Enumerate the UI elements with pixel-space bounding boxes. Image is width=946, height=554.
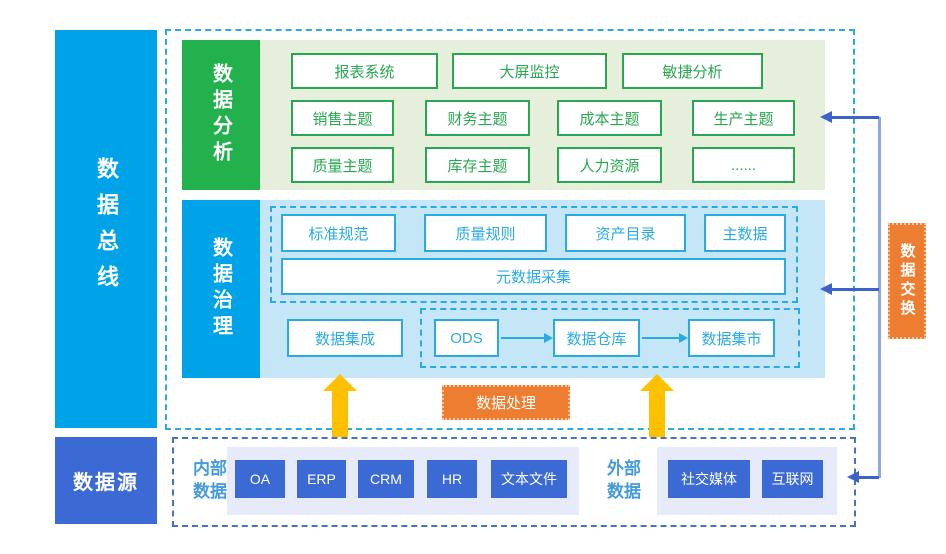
gov-box-metadata-collection: 元数据采集 — [281, 258, 786, 295]
exchange-connector-line — [878, 117, 881, 478]
analysis-box-ellipsis: ...... — [692, 147, 795, 183]
source-box-erp: ERP — [297, 460, 346, 498]
bus-region-frame — [165, 29, 855, 430]
analysis-box-agile-analysis: 敏捷分析 — [622, 53, 763, 89]
exchange-arrow-governance-line — [831, 288, 879, 291]
source-box-crm: CRM — [358, 460, 414, 498]
data-bus-bar: 数据总线 — [55, 30, 157, 428]
analysis-box-production-theme: 生产主题 — [692, 100, 795, 136]
arrow-ods-to-warehouse — [501, 337, 545, 339]
internal-data-label: 内部数据 — [193, 459, 227, 501]
arrow-warehouse-to-mart — [642, 337, 680, 339]
source-box-internet: 互联网 — [762, 460, 823, 498]
gov-box-ods: ODS — [434, 319, 499, 357]
analysis-box-inventory-theme: 库存主题 — [425, 147, 530, 183]
exchange-arrow-analysis-head — [820, 111, 832, 123]
governance-section-label: 数据治理 — [182, 200, 260, 378]
gov-box-quality-rules: 质量规则 — [424, 214, 547, 252]
analysis-box-report-system: 报表系统 — [291, 53, 438, 89]
arrow-ods-to-warehouse-head — [544, 333, 553, 343]
up-arrow-left-head — [323, 374, 357, 391]
analysis-box-hr-theme: 人力资源 — [557, 147, 662, 183]
data-source-label: 数据源 — [55, 437, 157, 524]
source-box-social-media: 社交媒体 — [668, 460, 750, 498]
source-box-oa: OA — [235, 460, 285, 498]
analysis-box-finance-theme: 财务主题 — [425, 100, 530, 136]
gov-box-standards: 标准规范 — [281, 214, 396, 252]
up-arrow-right-head — [640, 374, 674, 391]
analysis-box-cost-theme: 成本主题 — [557, 100, 662, 136]
gov-box-asset-catalog: 资产目录 — [565, 214, 686, 252]
exchange-arrow-source-line — [858, 476, 879, 479]
gov-box-data-mart: 数据集市 — [688, 319, 775, 357]
analysis-box-quality-theme: 质量主题 — [291, 147, 394, 183]
arrow-warehouse-to-mart-head — [679, 333, 688, 343]
governance-standards-frame — [270, 206, 798, 303]
up-arrow-left-shaft — [332, 390, 348, 437]
analysis-box-sales-theme: 销售主题 — [291, 100, 394, 136]
data-processing-box: 数据处理 — [442, 385, 570, 420]
data-exchange-box: 数据交换 — [888, 223, 926, 339]
up-arrow-right-shaft — [649, 390, 665, 437]
exchange-arrow-analysis-line — [831, 116, 879, 119]
gov-box-data-warehouse: 数据仓库 — [553, 319, 640, 357]
exchange-arrow-governance-head — [820, 283, 832, 295]
gov-box-master-data: 主数据 — [704, 214, 786, 252]
source-box-hr: HR — [427, 460, 477, 498]
analysis-section-label: 数据分析 — [182, 40, 260, 190]
analysis-box-dashboard-monitor: 大屏监控 — [452, 53, 607, 89]
gov-box-data-integration: 数据集成 — [287, 319, 403, 357]
governance-pipeline-frame — [420, 308, 800, 368]
exchange-arrow-source-head — [847, 471, 859, 483]
source-box-text-files: 文本文件 — [491, 460, 567, 498]
external-data-label: 外部数据 — [607, 459, 641, 501]
